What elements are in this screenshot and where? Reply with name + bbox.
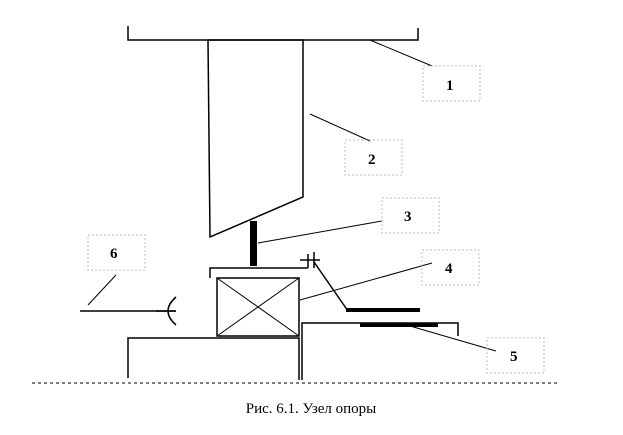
leader-lines [87, 39, 497, 352]
part-2-column [207, 39, 304, 239]
connector-line [313, 261, 349, 312]
part-1-top-plate [127, 26, 419, 41]
upper-thick-plate [346, 308, 420, 312]
label-6: 6 [87, 234, 146, 271]
label-4-text: 4 [445, 261, 453, 277]
label-5-text: 5 [510, 349, 518, 365]
label-3: 3 [381, 197, 440, 234]
label-1-text: 1 [446, 78, 454, 94]
label-5: 5 [486, 337, 545, 374]
foundation [32, 322, 560, 384]
label-6-text: 6 [110, 246, 118, 262]
part-6-force-arrow [80, 296, 177, 326]
label-3-text: 3 [404, 209, 412, 225]
angle-bracket [209, 252, 320, 278]
part-5-lower-thick-plate [360, 323, 438, 327]
part-3-bearing-pad [250, 221, 257, 266]
label-2: 2 [344, 139, 403, 176]
part-4-crossed-block [216, 277, 300, 337]
label-1: 1 [422, 65, 481, 102]
label-4: 4 [421, 249, 480, 286]
figure-caption: Рис. 6.1. Узел опоры [246, 401, 377, 417]
label-2-text: 2 [368, 152, 376, 168]
